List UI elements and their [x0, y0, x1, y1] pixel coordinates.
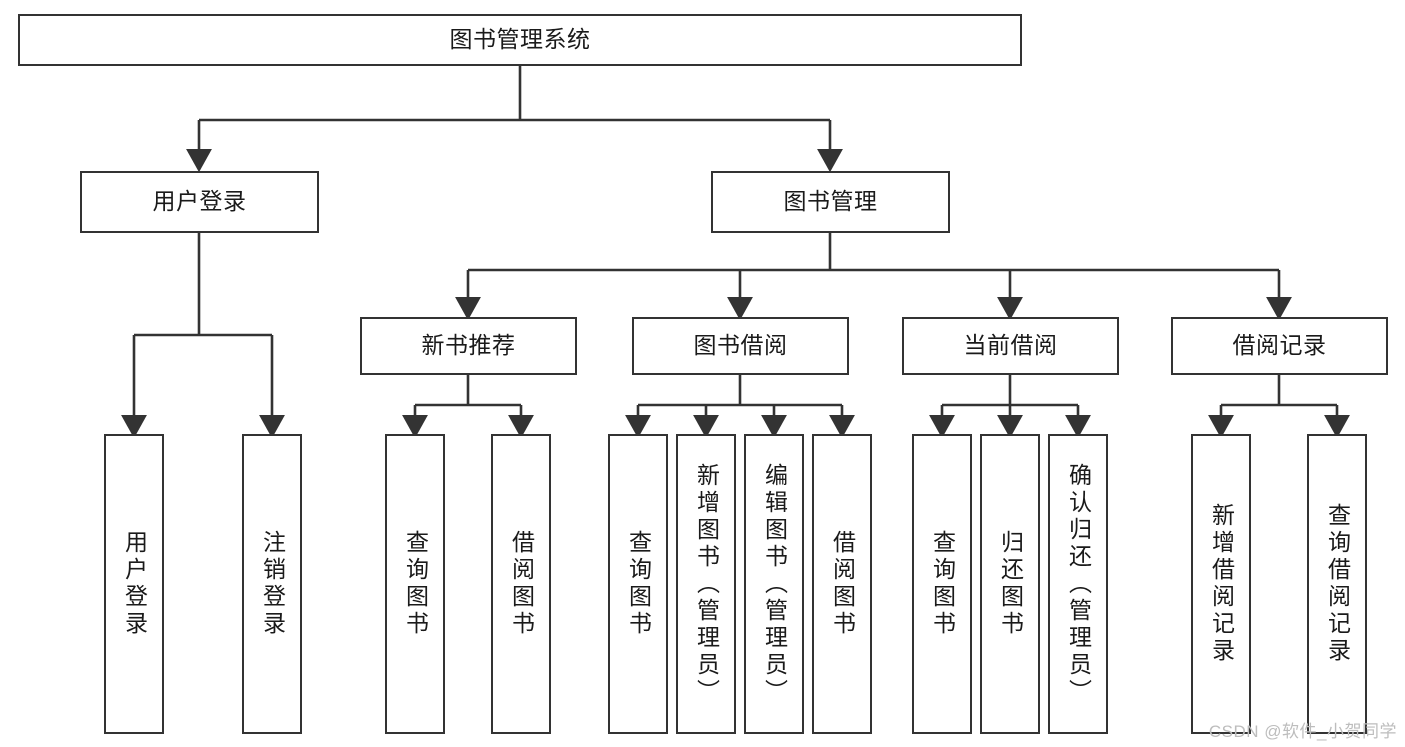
node-book-manage[interactable]: 图书管理: [711, 171, 950, 233]
node-book-borrow-label: 图书借阅: [693, 332, 788, 359]
node-root-label: 图书管理系统: [449, 26, 591, 53]
leaf-edit-book-label: 编辑图书（管理员）: [761, 462, 788, 706]
leaf-query-book-1[interactable]: 查询图书: [385, 434, 445, 734]
leaf-borrow-book-2[interactable]: 借阅图书: [812, 434, 872, 734]
node-user-login[interactable]: 用户登录: [80, 171, 319, 233]
node-borrow-record[interactable]: 借阅记录: [1171, 317, 1388, 375]
node-book-manage-label: 图书管理: [783, 188, 878, 215]
leaf-user-logout[interactable]: 注销登录: [242, 434, 302, 734]
leaf-query-record[interactable]: 查询借阅记录: [1307, 434, 1367, 734]
leaf-user-login-label: 用户登录: [121, 530, 148, 638]
leaf-user-login[interactable]: 用户登录: [104, 434, 164, 734]
leaf-query-book-2[interactable]: 查询图书: [608, 434, 668, 734]
leaf-return-book[interactable]: 归还图书: [980, 434, 1040, 734]
leaf-edit-book[interactable]: 编辑图书（管理员）: [744, 434, 804, 734]
leaf-query-book-3-label: 查询图书: [929, 530, 956, 638]
node-root[interactable]: 图书管理系统: [18, 14, 1022, 66]
leaf-borrow-book-1-label: 借阅图书: [508, 530, 535, 638]
node-book-borrow[interactable]: 图书借阅: [632, 317, 849, 375]
leaf-add-book-label: 新增图书（管理员）: [693, 462, 720, 706]
leaf-return-book-label: 归还图书: [997, 530, 1024, 638]
leaf-borrow-book-1[interactable]: 借阅图书: [491, 434, 551, 734]
leaf-add-record-label: 新增借阅记录: [1208, 503, 1235, 665]
csdn-watermark: CSDN @软件_小贺同学: [1208, 722, 1397, 741]
leaf-query-book-2-label: 查询图书: [625, 530, 652, 638]
node-new-book-recommend[interactable]: 新书推荐: [360, 317, 577, 375]
node-user-login-label: 用户登录: [152, 188, 247, 215]
leaf-query-book-1-label: 查询图书: [402, 530, 429, 638]
leaf-confirm-return[interactable]: 确认归还（管理员）: [1048, 434, 1108, 734]
leaf-add-record[interactable]: 新增借阅记录: [1191, 434, 1251, 734]
leaf-query-book-3[interactable]: 查询图书: [912, 434, 972, 734]
leaf-query-record-label: 查询借阅记录: [1324, 503, 1351, 665]
leaf-confirm-return-label: 确认归还（管理员）: [1065, 462, 1092, 706]
node-new-book-recommend-label: 新书推荐: [421, 332, 516, 359]
node-current-borrow-label: 当前借阅: [963, 332, 1058, 359]
leaf-user-logout-label: 注销登录: [259, 530, 286, 638]
leaf-borrow-book-2-label: 借阅图书: [829, 530, 856, 638]
leaf-add-book[interactable]: 新增图书（管理员）: [676, 434, 736, 734]
node-borrow-record-label: 借阅记录: [1232, 332, 1327, 359]
node-current-borrow[interactable]: 当前借阅: [902, 317, 1119, 375]
